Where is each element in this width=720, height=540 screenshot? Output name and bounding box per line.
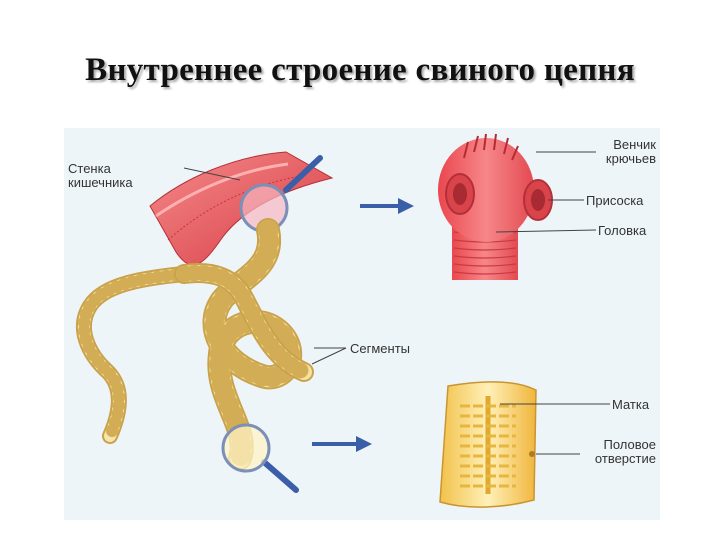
diagram-artwork bbox=[64, 128, 660, 520]
tapeworm-diagram: Стенка кишечника Венчик крючьев Присоска… bbox=[64, 128, 660, 520]
label-segments: Сегменты bbox=[350, 342, 410, 356]
label-intestine-wall-line1: Стенка bbox=[68, 161, 111, 176]
label-hooks: Венчик крючьев bbox=[606, 138, 656, 166]
magnifier-bottom bbox=[223, 425, 296, 490]
label-hooks-line2: крючьев bbox=[606, 151, 656, 166]
label-uterus: Матка bbox=[612, 398, 649, 412]
label-sucker: Присоска bbox=[586, 194, 643, 208]
label-head: Головка bbox=[598, 224, 646, 238]
label-intestine-wall: Стенка кишечника bbox=[68, 162, 133, 190]
page-title: Внутреннее строение свиного цепня bbox=[0, 52, 720, 89]
arrow-top bbox=[360, 198, 414, 214]
arrow-bottom bbox=[312, 436, 372, 452]
mature-segment bbox=[440, 382, 536, 507]
label-genital-pore-line1: Половое bbox=[604, 437, 656, 452]
label-hooks-line1: Венчик bbox=[613, 137, 656, 152]
label-genital-pore: Половое отверстие bbox=[595, 438, 656, 466]
scolex-head bbox=[438, 134, 552, 280]
label-genital-pore-line2: отверстие bbox=[595, 451, 656, 466]
tapeworm-body bbox=[84, 230, 304, 458]
label-intestine-wall-line2: кишечника bbox=[68, 175, 133, 190]
